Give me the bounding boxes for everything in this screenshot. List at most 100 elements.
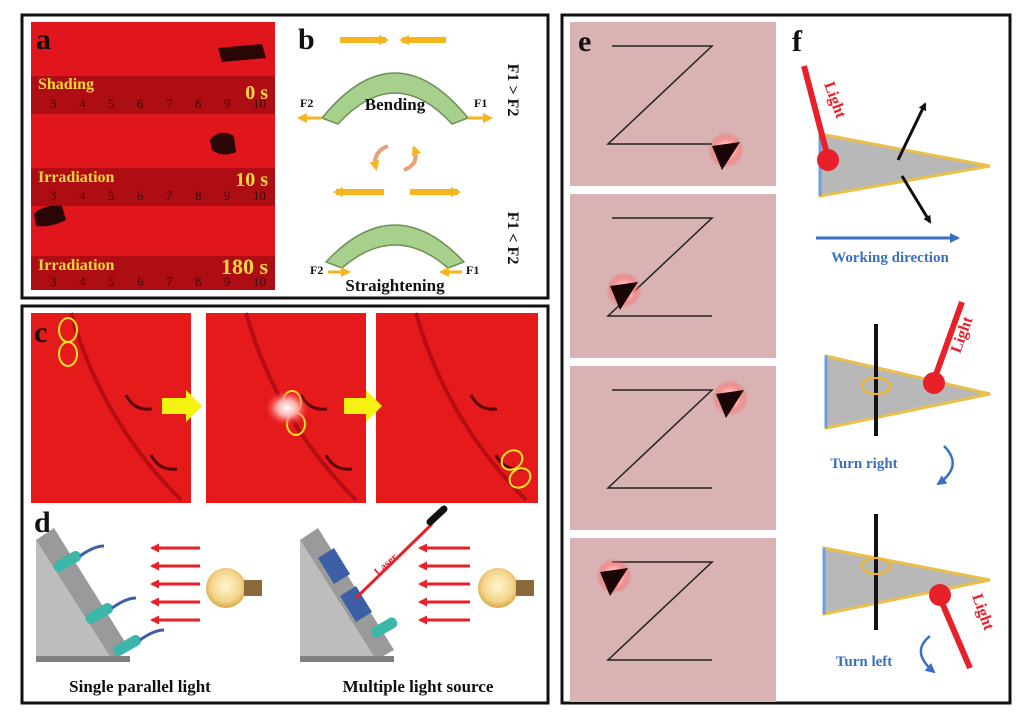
groove-line: [69, 312, 183, 502]
rotation-mid: [861, 377, 891, 395]
ruler-strip-3: [31, 256, 275, 290]
row-label-3: Irradiation: [38, 257, 115, 274]
triangle-bottom: [822, 546, 991, 616]
cylinder-left: [53, 551, 82, 572]
panel-b: b Bending F2 F1 F2 F1 Straightening F1 >…: [297, 23, 521, 295]
frame-cd: [20, 304, 550, 705]
bulb-right: [478, 568, 534, 608]
panel-a-photo: [31, 22, 275, 290]
ruler-number: 6: [137, 274, 144, 289]
ruler-number: 7: [166, 96, 173, 111]
relation-bottom: F1 < F2: [504, 212, 521, 265]
ruler-number: 5: [108, 188, 115, 203]
groove-line: [414, 312, 528, 502]
cycle-arrow-left: [369, 144, 389, 171]
relation-top: F1 > F2: [504, 64, 521, 117]
panel-letter-a: a: [36, 23, 51, 56]
step-arrow-1: [162, 390, 202, 422]
laser-pointer: [426, 505, 448, 526]
ruler-number: 8: [195, 188, 202, 203]
light-beam-mid: [931, 300, 965, 382]
panel-f: f Light Working direction Light Turn rig…: [792, 25, 997, 674]
frame-ef: [560, 13, 1012, 705]
ruler-number: 8: [195, 274, 202, 289]
ruler-number: 9: [224, 274, 231, 289]
force-arrow-down: [900, 175, 932, 224]
panel-letter-c: c: [34, 316, 47, 349]
ruler-strip-2: [31, 168, 275, 206]
f2-label-bottom: F2: [310, 263, 323, 277]
panel-letter-d: d: [34, 506, 51, 539]
light-spot-top: [817, 149, 839, 171]
ruler-number: 3: [50, 188, 57, 203]
ruler-strip-1: [31, 76, 275, 114]
z-track: [606, 217, 714, 317]
triangle-mid: [824, 354, 991, 430]
sample-10s: [210, 132, 236, 155]
hook-left: [79, 544, 105, 558]
groove-notch: [469, 394, 498, 411]
panel-letter-e: e: [578, 25, 591, 58]
bulb-left-glass: [206, 568, 246, 608]
bulb-right-glass: [478, 568, 518, 608]
ruler-number: 6: [137, 96, 144, 111]
light-beam-bottom: [937, 596, 973, 670]
z-track: [606, 561, 714, 661]
blue-block-1: [318, 548, 350, 584]
z-track: [606, 45, 714, 145]
z-track: [606, 389, 714, 489]
working-direction-label: Working direction: [831, 250, 949, 266]
light-beam-top: [801, 65, 831, 159]
turn-right-arrow: [936, 445, 954, 486]
row-time-3: 180 s: [221, 254, 269, 279]
slope-base-left: [36, 656, 130, 662]
actuator-marker: [500, 449, 524, 471]
step-arrow-2: [344, 390, 382, 422]
groove-notch: [149, 454, 178, 471]
rotation-bottom: [861, 557, 891, 575]
panel-letter-b: b: [298, 23, 315, 56]
triangle-robot: [600, 568, 628, 596]
groove-notch: [324, 454, 353, 471]
triangle-robot: [716, 390, 744, 418]
bulb-right-base: [516, 580, 534, 596]
light-spot-c2: [265, 390, 309, 426]
hook-left: [139, 628, 165, 642]
ruler-number: 4: [79, 274, 86, 289]
f1-label-top: F1: [474, 96, 487, 110]
cylinder-left: [85, 603, 114, 624]
row-label-2: Irradiation: [38, 169, 115, 186]
hook-left: [111, 596, 137, 610]
ruler-number: 7: [166, 274, 173, 289]
light-spot-mid: [923, 372, 945, 394]
turn-right-label: Turn right: [830, 456, 897, 472]
laser-label: Laser: [372, 551, 400, 578]
turn-left-arrow: [919, 635, 936, 674]
light-spot-bottom: [929, 584, 951, 606]
groove-notch: [124, 394, 153, 411]
row-label-1: Shading: [38, 76, 94, 93]
row-time-1: 0 s: [245, 82, 268, 104]
cycle-arrow-right: [403, 145, 422, 172]
caption-single-parallel: Single parallel light: [69, 677, 211, 696]
bulb-left: [206, 568, 262, 608]
ruler-number: 9: [224, 96, 231, 111]
panel-c: c: [31, 312, 538, 503]
straight-film: [324, 224, 466, 269]
ruler-number: 4: [79, 96, 86, 111]
triangle-robot: [712, 142, 740, 170]
light-label-top: Light: [820, 80, 849, 122]
sample-0s: [218, 44, 266, 62]
turn-left-label: Turn left: [836, 654, 893, 670]
caption-multiple-source: Multiple light source: [343, 677, 494, 696]
ruler-number: 7: [166, 188, 173, 203]
slope-right: [300, 540, 376, 660]
straightening-label: Straightening: [345, 276, 445, 295]
ruler-number: 10: [253, 274, 266, 289]
f1-label-bottom: F1: [466, 263, 479, 277]
row-time-2: 10 s: [235, 169, 268, 191]
ruler-number: 5: [108, 274, 115, 289]
